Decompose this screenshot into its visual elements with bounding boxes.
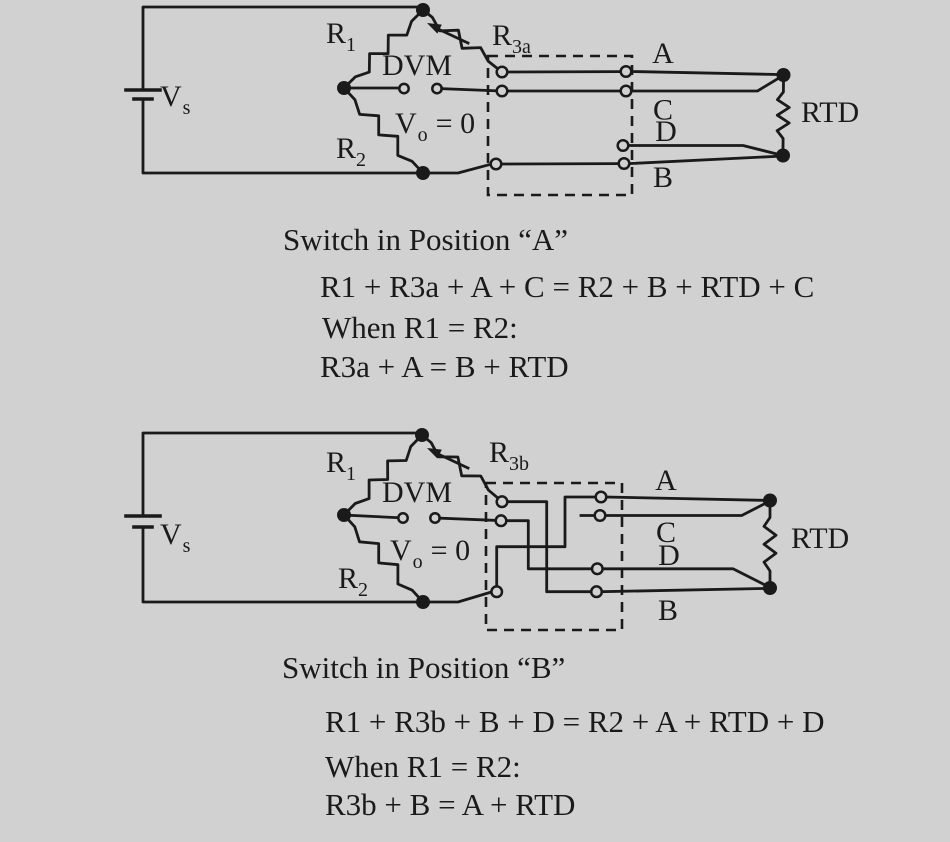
label-lead-a: A [652, 37, 674, 70]
switch-terminal-c [619, 84, 633, 98]
switch-terminal-left-2 [494, 514, 508, 528]
switch-terminal-b [589, 585, 604, 599]
switch-terminal-left-3 [490, 585, 504, 599]
junction-rtd-bottom [776, 148, 790, 163]
label-r2: R2 [336, 132, 366, 171]
switch-terminal-left-2 [495, 84, 509, 98]
label-rtd: RTD [791, 522, 849, 555]
lead-wire-a [604, 495, 765, 502]
lead-wire-c [603, 499, 772, 517]
switch-box [484, 481, 624, 632]
junction-bridge-top [415, 428, 429, 442]
junction-rtd-top [776, 68, 791, 82]
lead-wire-b [600, 587, 765, 594]
section-a-equation-1: R1 + R3a + A + C = R2 + B + RTD + C [320, 269, 815, 304]
wiper-arrow-head [427, 448, 442, 459]
wire-dvm-right [438, 516, 498, 522]
wiper-arrow-head [427, 23, 442, 34]
label-dvm: DVM [382, 49, 452, 82]
wire-node-to-switch [421, 162, 493, 175]
dvm-terminal-right [431, 82, 443, 95]
label-vs: Vs [160, 518, 191, 557]
junction-bridge-bottom [416, 166, 430, 180]
wire-node-to-switch [421, 590, 494, 604]
section-a-equation-3: R3a + A = B + RTD [320, 349, 569, 384]
switch-terminal-d [616, 138, 630, 153]
section-a-heading: Switch in Position “A” [283, 222, 569, 257]
resistor-r1 [342, 8, 425, 90]
resistor-rtd [775, 80, 791, 150]
label-rtd: RTD [801, 96, 859, 129]
switch-terminal-b [617, 156, 631, 171]
label-lead-d: D [658, 539, 680, 572]
label-lead-a: A [655, 464, 677, 497]
label-vo: Vo= 0 [390, 534, 470, 573]
switch-terminal-a [594, 490, 608, 504]
switch-wire-2-to-d [504, 519, 594, 571]
lead-wire-d [626, 144, 785, 158]
label-lead-b: B [653, 161, 673, 194]
section-b-heading: Switch in Position “B” [282, 650, 566, 685]
lead-wire-c [629, 73, 785, 93]
wiper-arrow-line [436, 452, 470, 470]
resistor-r1 [342, 433, 424, 517]
label-r3a: R3a [492, 19, 531, 58]
circuit-b: Vs R1 R2 R3b DVM Vo= 0 A C D B RTD [124, 428, 849, 632]
section-b-equation-3: R3b + B = A + RTD [325, 787, 576, 822]
lead-wire-b [627, 154, 779, 166]
switch-terminal-left-3 [489, 157, 503, 171]
switch-box [486, 54, 634, 197]
junction-rtd-bottom [763, 581, 777, 595]
lead-wire-d [601, 567, 772, 590]
resistor-rtd [762, 506, 778, 583]
junction-bridge-bottom [416, 595, 430, 609]
wire-supply-top [141, 431, 424, 518]
section-b-equation-2: When R1 = R2: [325, 749, 521, 784]
switch-terminal-a [619, 64, 633, 79]
label-r3b: R3b [489, 436, 529, 475]
wire-supply-top [141, 5, 425, 92]
lead-wire-a [629, 70, 779, 76]
label-vs: Vs [160, 80, 191, 119]
switch-terminal-d [590, 562, 604, 576]
junction-bridge-left [337, 508, 351, 522]
wire-supply-bottom [141, 97, 425, 175]
label-r1: R1 [326, 446, 356, 485]
label-lead-c: C [653, 94, 673, 127]
label-lead-d: D [655, 115, 677, 148]
wiper-arrow-line [436, 27, 470, 45]
switch-terminal-left-1 [495, 65, 509, 79]
wire-supply-bottom [141, 525, 425, 604]
dvm-terminal-left [398, 82, 410, 95]
dvm-terminal-left [397, 512, 409, 524]
switch-wire-3-to-a [495, 495, 598, 588]
label-lead-c: C [656, 516, 676, 549]
junction-bridge-left [337, 81, 351, 95]
label-vo: Vo= 0 [395, 107, 475, 146]
section-a-equation-2: When R1 = R2: [322, 310, 518, 345]
label-r1: R1 [326, 17, 356, 56]
resistor-r2 [342, 513, 425, 604]
dvm-terminal-right [429, 512, 441, 524]
junction-rtd-top [763, 493, 777, 508]
circuit-a: Vs R1 R2 R3a DVM Vo= 0 A C D B RTD [124, 3, 859, 197]
label-lead-b: B [658, 594, 678, 627]
wire-dvm-left [342, 513, 400, 520]
label-r2: R2 [338, 562, 368, 601]
resistor-r2 [342, 86, 425, 175]
label-dvm: DVM [382, 476, 452, 509]
junction-bridge-top [416, 3, 430, 17]
switch-terminal-left-1 [495, 495, 509, 509]
switch-terminal-c [593, 508, 607, 523]
section-b-equation-1: R1 + R3b + B + D = R2 + A + RTD + D [325, 704, 825, 739]
